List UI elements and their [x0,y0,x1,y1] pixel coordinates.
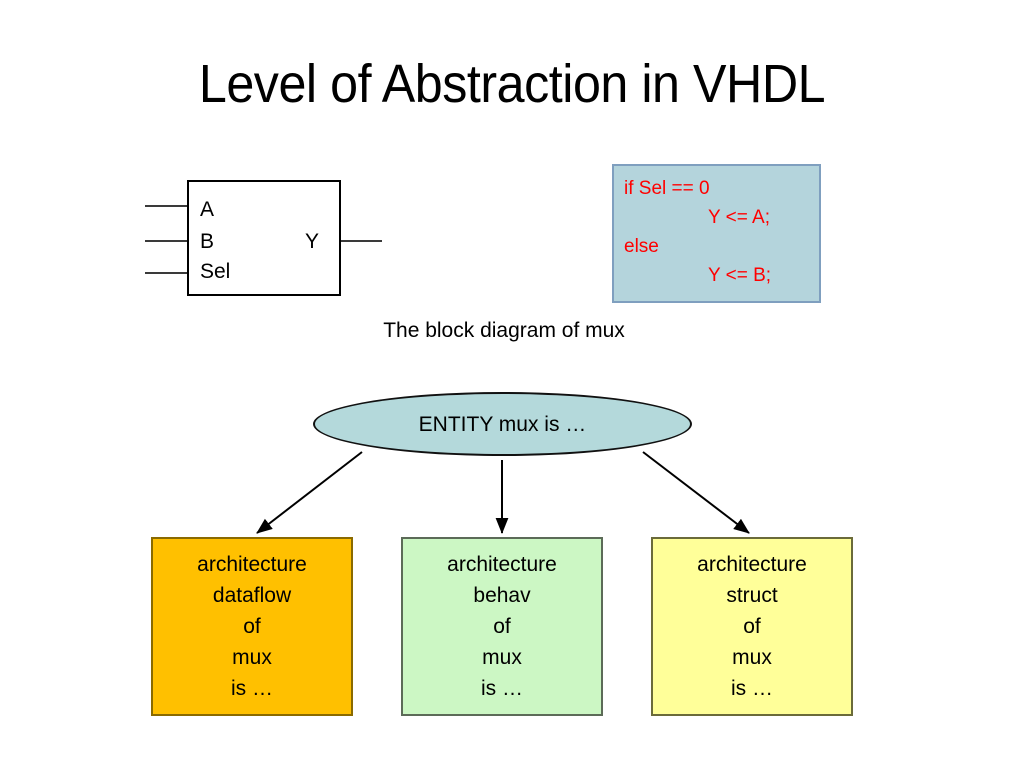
arch-behav-line-5: is … [481,677,523,700]
wire-input-sel [145,272,189,274]
arch-dataflow-line-3: of [243,615,261,638]
code-line-assign-b: Y <= B; [708,265,772,286]
arch-struct-line-3: of [743,615,761,638]
wire-input-a [145,205,189,207]
arch-struct-line-5: is … [731,677,773,700]
wire-output-y [340,240,382,242]
code-line-assign-a: Y <= A; [708,207,770,228]
arch-dataflow-line-4: mux [232,646,272,669]
code-line-if: if Sel == 0 [624,178,710,199]
architecture-box-behav: architecture behav of mux is … [401,537,603,716]
arch-dataflow-line-5: is … [231,677,273,700]
pseudocode-box: if Sel == 0 Y <= A; else Y <= B; [612,164,821,303]
port-label-a: A [200,198,215,221]
port-label-b: B [200,230,215,253]
page-title: Level of Abstraction in VHDL [198,54,826,114]
diagram-caption: The block diagram of mux [0,318,1024,344]
code-line-else: else [624,236,659,257]
entity-label: ENTITY mux is … [418,412,587,436]
architecture-box-struct: architecture struct of mux is … [651,537,853,716]
arrow-entity-to-dataflow [256,451,363,534]
arch-struct-line-2: struct [726,584,778,607]
port-label-y: Y [305,230,320,253]
mux-block-rectangle [187,180,341,296]
architecture-box-dataflow: architecture dataflow of mux is … [151,537,353,716]
wire-input-b [145,240,189,242]
arch-behav-line-1: architecture [447,553,557,576]
arch-dataflow-line-1: architecture [197,553,307,576]
diagram-caption-text: The block diagram of mux [383,319,625,342]
port-label-sel: Sel [200,260,231,283]
arch-struct-line-4: mux [732,646,772,669]
arrow-entity-to-struct [642,451,750,534]
arch-dataflow-line-2: dataflow [212,584,292,607]
arch-behav-line-3: of [493,615,511,638]
arch-struct-line-1: architecture [697,553,807,576]
arch-behav-line-2: behav [473,584,531,607]
arch-behav-line-4: mux [482,646,522,669]
entity-ellipse: ENTITY mux is … [313,392,692,456]
